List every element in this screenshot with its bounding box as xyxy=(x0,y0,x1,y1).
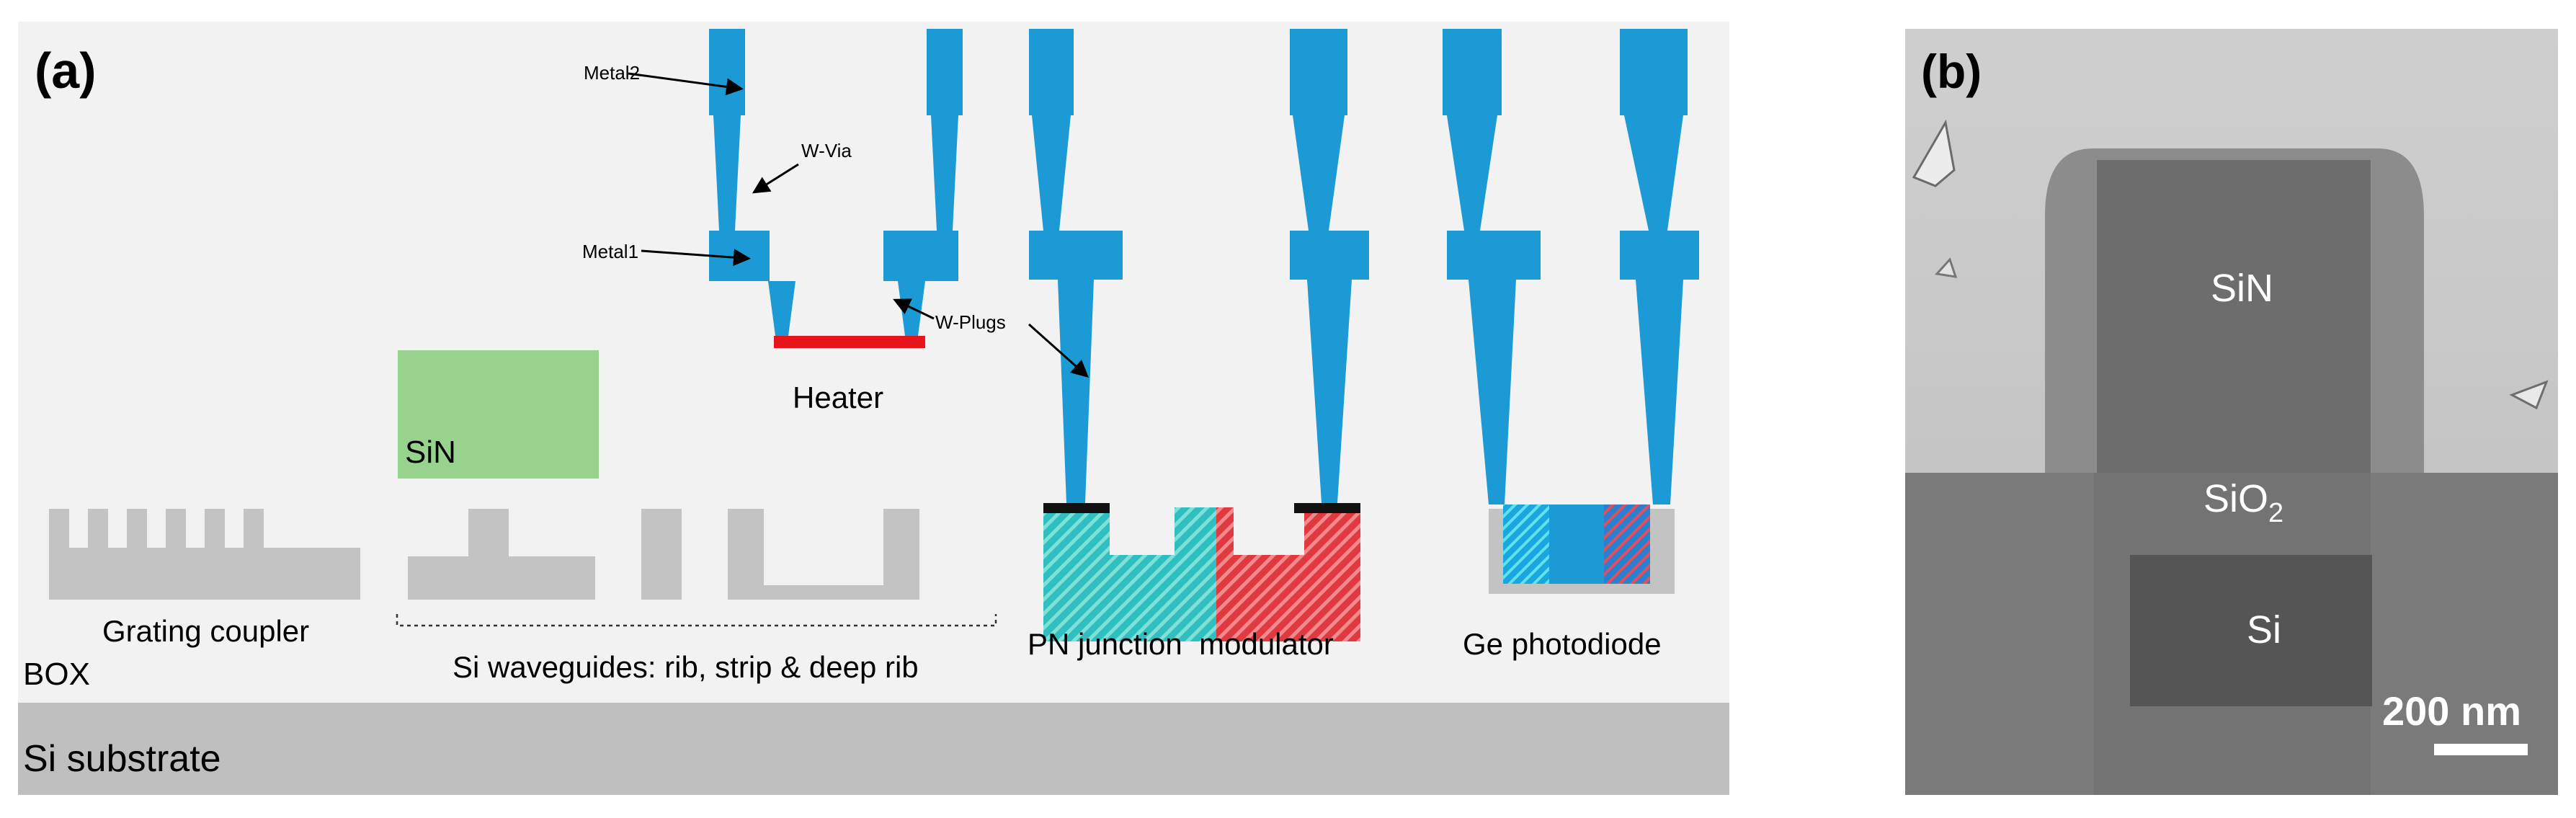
sem-si-core xyxy=(2130,555,2372,706)
metal-stack-3 xyxy=(1029,29,1123,503)
arrow-icon xyxy=(752,163,799,194)
substrate-layer xyxy=(18,703,1729,795)
pn-p-region xyxy=(1216,507,1360,641)
pn-n-region xyxy=(1043,507,1216,641)
grating-coupler xyxy=(49,509,360,600)
substrate-label: Si substrate xyxy=(23,738,221,780)
waveguides-label: Si waveguides: rib, strip & deep rib xyxy=(453,650,919,684)
pd-ge-core xyxy=(1549,504,1604,584)
sem-defect-left xyxy=(1912,119,1956,187)
contact-pad-right xyxy=(1294,503,1360,513)
metal-stack-2 xyxy=(883,29,963,336)
contact-pad-left xyxy=(1043,503,1110,513)
wvia-label: W-Via xyxy=(801,140,852,161)
metal2-label: Metal2 xyxy=(584,62,640,84)
sem-si-label: Si xyxy=(2247,608,2281,652)
panel-b-label: (b) xyxy=(1921,45,1982,98)
sin-block xyxy=(398,350,599,479)
pn-modulator-label: PN junction modulator xyxy=(1028,627,1334,661)
metal1-label: Metal1 xyxy=(582,241,638,262)
arrow-icon xyxy=(641,249,751,267)
sem-sin-label: SiN xyxy=(2211,267,2273,310)
heater-label: Heater xyxy=(793,381,883,414)
sem-defect-left2 xyxy=(1935,257,1958,278)
sem-sio2-label: SiO2 xyxy=(2203,477,2283,528)
pd-ge-p xyxy=(1604,504,1650,584)
sem-sin-core xyxy=(2097,160,2371,473)
panel-a-label: (a) xyxy=(35,43,97,99)
arrow-icon xyxy=(893,298,935,320)
heater-strip xyxy=(774,336,925,348)
sin-block-label: SiN xyxy=(405,435,456,470)
pd-ge-n xyxy=(1503,504,1549,584)
metal-stack-6 xyxy=(1620,29,1699,504)
metal-stack-4 xyxy=(1290,29,1369,503)
scalebar-label: 200 nm xyxy=(2382,688,2521,734)
panel-b-sem-image: (b) SiN SiO2 Si 200 nm xyxy=(1905,29,2558,795)
arrow-icon xyxy=(628,72,744,96)
scalebar xyxy=(2434,744,2528,755)
metal-stack-5 xyxy=(1443,29,1541,504)
photodiode-label: Ge photodiode xyxy=(1463,627,1662,661)
sem-defect-right xyxy=(2509,380,2549,410)
rib-waveguide xyxy=(408,509,595,600)
metal-stack-1 xyxy=(709,29,795,336)
panel-a: (a) Metal2 W-Via Metal1 W-Plugs Heater S… xyxy=(18,22,1729,795)
arrow-icon xyxy=(1028,323,1089,378)
box-label: BOX xyxy=(23,657,90,692)
wplugs-label: W-Plugs xyxy=(935,311,1006,333)
grating-label: Grating coupler xyxy=(102,614,309,648)
deep-rib-waveguide xyxy=(728,509,919,600)
strip-waveguide xyxy=(641,509,682,600)
waveguide-bracket xyxy=(396,614,997,627)
